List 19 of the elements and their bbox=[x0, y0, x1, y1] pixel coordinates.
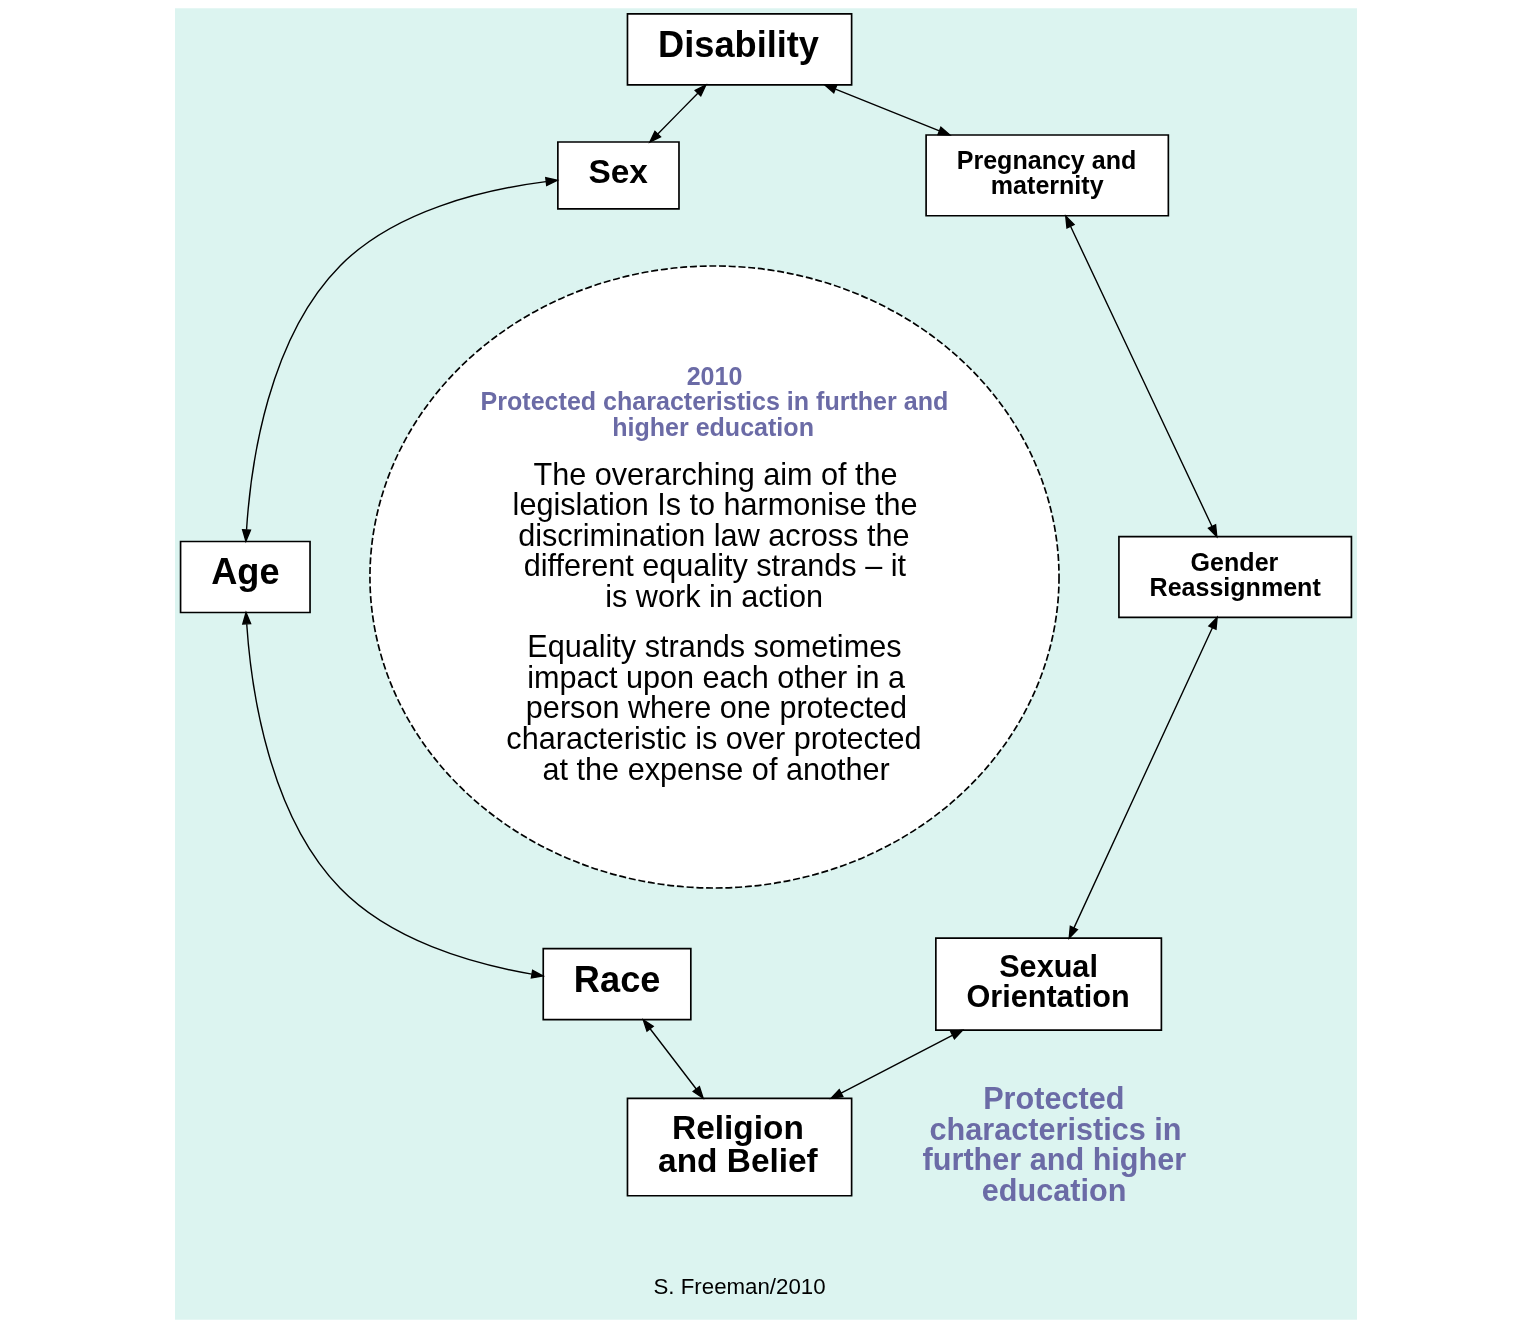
arrow bbox=[1067, 615, 1218, 940]
node-box: Race bbox=[541, 947, 692, 1021]
arrow bbox=[241, 176, 559, 544]
node-box: Pregnancy and maternity bbox=[924, 134, 1169, 217]
node-box: Age bbox=[179, 540, 311, 614]
node-circle: 2010 Protected characteristics in further and higher education The overarching aim of the legislation Is to harmonise the discrimination law across the different equality strands – it is work in action Equality strands sometimes impact upon each other in a person where one protected characteristic is over protected at the expense of another bbox=[368, 265, 1060, 889]
node-box: Sex bbox=[556, 141, 680, 210]
node-box: Sexual Orientation bbox=[934, 937, 1162, 1031]
node-box: Religion and Belief bbox=[626, 1097, 852, 1197]
arrow bbox=[647, 83, 707, 144]
node-box: Disability bbox=[626, 13, 852, 86]
arrow bbox=[641, 1018, 704, 1100]
arrow bbox=[822, 84, 952, 136]
arrow bbox=[828, 1029, 964, 1100]
label: Protected characteristics in further and higher education bbox=[922, 1080, 1186, 1207]
arrow bbox=[241, 610, 545, 979]
node-box: Gender Reassignment bbox=[1117, 535, 1352, 619]
arrow bbox=[1064, 214, 1218, 539]
node-label: S. Freeman/2010 bbox=[653, 1274, 826, 1300]
